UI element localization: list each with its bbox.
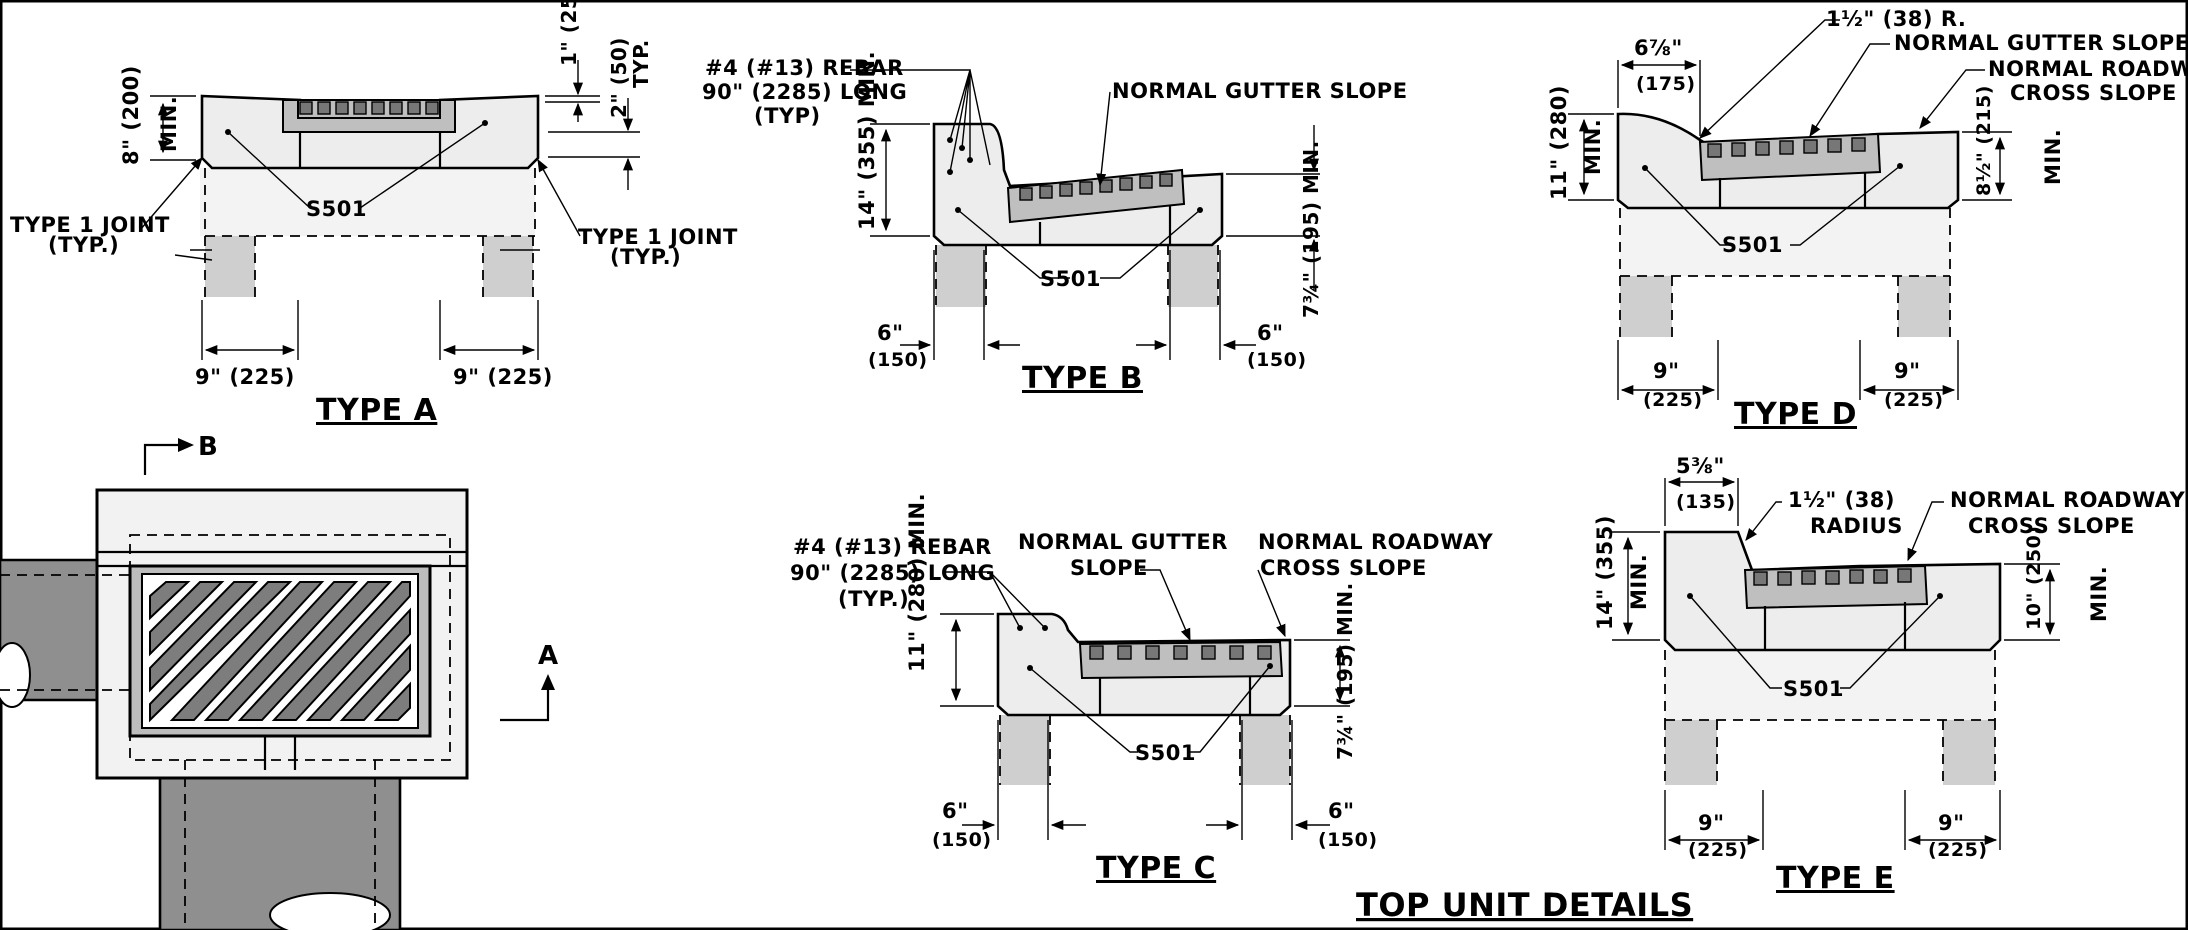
type-c-height-in: 11" (280) MIN. <box>905 493 929 672</box>
type-c-rebar-line1: #4 (#13) REBAR <box>793 535 992 559</box>
type-b-width-right-in: 6" <box>1257 321 1284 345</box>
plan-view: B A <box>0 432 559 930</box>
type-b-width-right-mm: (150) <box>1247 349 1307 371</box>
type-b-width-left-in: 6" <box>877 321 904 345</box>
type-d-right-height: 8½" (215) <box>1973 85 1995 196</box>
type-d-detail: S501 1½" (38) R. NORMAL GUTTER SLOPE NOR… <box>1547 7 2188 432</box>
type-a-joint-right-line2: (TYP.) <box>610 245 681 269</box>
type-a-width-left: 9" (225) <box>195 365 295 389</box>
type-e-radius-line2: RADIUS <box>1810 514 1903 538</box>
type-b-depth-label: 7¾" (195) MIN. <box>1299 140 1323 318</box>
type-b-title: TYPE B <box>1022 361 1143 396</box>
type-d-min-right: MIN. <box>2041 129 2065 185</box>
type-d-min-left: MIN. <box>1581 119 1605 175</box>
type-c-depth-label: 7¾" (195) MIN. <box>1333 582 1357 760</box>
type-c-detail: #4 (#13) REBAR 90" (2285) LONG (TYP.) NO… <box>790 493 1494 886</box>
type-e-min-right: MIN. <box>2087 566 2111 622</box>
plan-grate <box>149 581 411 723</box>
type-c-width-right-mm: (150) <box>1318 829 1378 851</box>
type-d-width-left-mm: (225) <box>1643 389 1703 411</box>
plan-section-a: A <box>538 641 559 671</box>
type-c-rebar-label: S501 <box>1135 741 1196 765</box>
type-e-roadway-line2: CROSS SLOPE <box>1968 514 2135 538</box>
type-d-width-left-in: 9" <box>1653 359 1680 383</box>
type-c-width-left-mm: (150) <box>932 829 992 851</box>
type-b-rebar-label: S501 <box>1040 267 1101 291</box>
type-a-joint-left-line1: TYPE 1 JOINT <box>10 213 170 237</box>
type-e-detail: S501 5⅜" (135) 1½" (38) RADIUS NORMAL RO… <box>1593 454 2186 896</box>
type-c-rebar-line3: (TYP.) <box>838 587 909 611</box>
type-d-title: TYPE D <box>1734 397 1857 432</box>
type-a-right-post <box>483 235 533 297</box>
type-b-width-left-mm: (150) <box>868 349 928 371</box>
type-d-gutter-slope: NORMAL GUTTER SLOPE <box>1894 31 2188 55</box>
type-d-roadway-line1: NORMAL ROADWAY <box>1988 57 2188 81</box>
type-a-width-right: 9" (225) <box>453 365 553 389</box>
type-e-height-label: 14" (355) <box>1593 515 1617 630</box>
type-a-rebar-label: S501 <box>306 197 367 221</box>
type-c-gutter-line2: SLOPE <box>1070 556 1148 580</box>
type-e-min-left: MIN. <box>1627 554 1651 610</box>
type-a-left-post <box>205 235 255 297</box>
sheet-title: TOP UNIT DETAILS <box>1356 886 1693 924</box>
type-c-roadway-line2: CROSS SLOPE <box>1260 556 1427 580</box>
type-e-top-width-in: 5⅜" <box>1676 454 1725 478</box>
type-e-rebar-label: S501 <box>1783 677 1844 701</box>
type-e-width-left-in: 9" <box>1698 811 1725 835</box>
type-c-width-right-in: 6" <box>1328 799 1355 823</box>
type-a-joint-right-line1: TYPE 1 JOINT <box>578 225 738 249</box>
type-d-width-right-in: 9" <box>1894 359 1921 383</box>
type-e-roadway-line1: NORMAL ROADWAY <box>1950 488 2186 512</box>
type-a-dim-side: 2" (50) <box>607 37 631 118</box>
type-d-top-width-in: 6⅞" <box>1634 36 1683 60</box>
type-d-roadway-line2: CROSS SLOPE <box>2010 81 2177 105</box>
type-e-width-right-mm: (225) <box>1928 839 1988 861</box>
type-b-height-label: 14" (355) MIN. <box>855 51 879 230</box>
type-b-rebar-line1: #4 (#13) REBAR <box>705 56 904 80</box>
type-e-top-width-mm: (135) <box>1676 491 1736 513</box>
type-d-height-label: 11" (280) <box>1547 85 1571 200</box>
type-a-min-label: MIN. <box>157 96 181 152</box>
type-a-joint-left-line2: (TYP.) <box>48 233 119 257</box>
type-b-gutter-slope: NORMAL GUTTER SLOPE <box>1112 79 1408 103</box>
type-a-dim-top: 1" (25) <box>557 0 581 66</box>
type-e-radius-line1: 1½" (38) <box>1788 488 1895 512</box>
type-d-top-width-mm: (175) <box>1636 73 1696 95</box>
type-c-title: TYPE C <box>1096 851 1216 886</box>
type-c-rebar-line2: 90" (2285) LONG <box>790 561 995 585</box>
type-d-radius-label: 1½" (38) R. <box>1826 7 1966 31</box>
type-e-width-left-mm: (225) <box>1688 839 1748 861</box>
type-b-detail: #4 (#13) REBAR 90" (2285) LONG (TYP) NOR… <box>702 51 1408 396</box>
type-c-gutter-line1: NORMAL GUTTER <box>1018 530 1228 554</box>
type-e-width-right-in: 9" <box>1938 811 1965 835</box>
type-d-width-right-mm: (225) <box>1884 389 1944 411</box>
plan-section-b: B <box>198 432 218 462</box>
type-c-width-left-in: 6" <box>942 799 969 823</box>
type-e-right-height: 10" (250) <box>2023 526 2045 630</box>
type-a-title: TYPE A <box>316 393 438 428</box>
type-c-roadway-line1: NORMAL ROADWAY <box>1258 530 1494 554</box>
type-d-rebar-label: S501 <box>1722 233 1783 257</box>
type-a-height-label: 8" (200) <box>119 65 143 165</box>
type-b-rebar-line2: 90" (2285) LONG <box>702 80 907 104</box>
type-a-typ-label: TYP. <box>629 39 653 88</box>
type-b-rebar-line3: (TYP) <box>754 104 821 128</box>
type-e-title: TYPE E <box>1776 861 1895 896</box>
type-a-detail: S501 TYPE 1 JOINT (TYP.) TYPE 1 JOINT (T… <box>10 0 738 428</box>
